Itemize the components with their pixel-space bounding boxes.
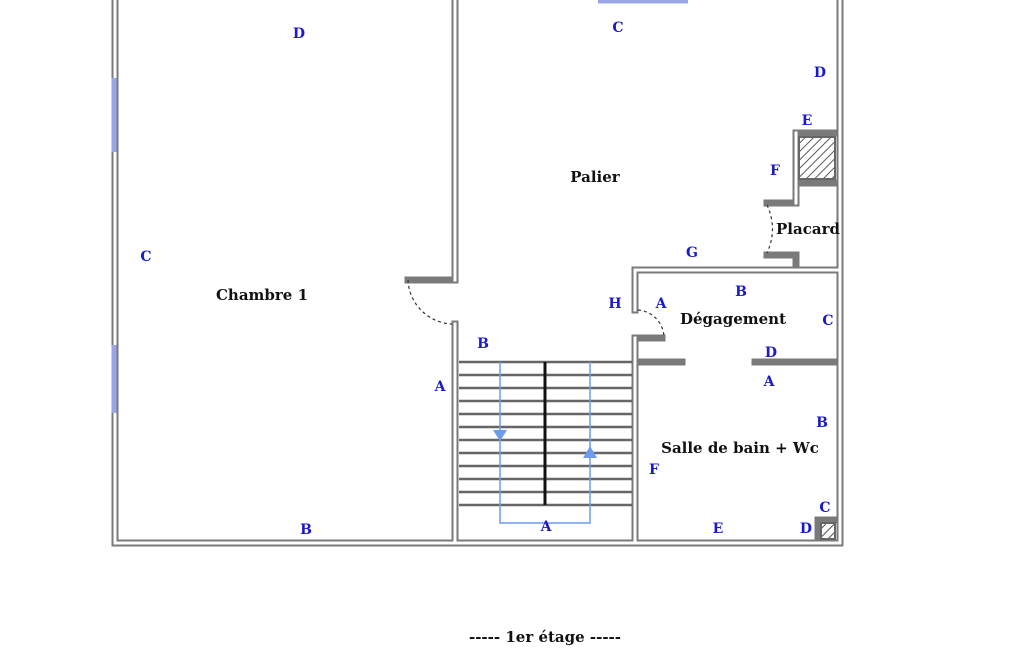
floor-caption: ----- 1er étage ----- (469, 628, 621, 646)
door-chambre (407, 279, 453, 325)
label-sdb-c: C (819, 500, 830, 516)
label-chambre-b: B (300, 522, 312, 538)
chimney-duct (798, 136, 836, 180)
label-palier-c: C (612, 20, 623, 36)
label-chambre-c: C (140, 249, 151, 265)
label-degagement-a: A (655, 296, 668, 312)
door-placard (766, 204, 774, 254)
label-degagement-c: C (822, 313, 833, 329)
label-sdb-a: A (763, 374, 776, 390)
label-degagement-d: D (765, 345, 777, 361)
room-salle-de-bain: Salle de bain + Wc (661, 439, 819, 457)
label-palier-d: D (814, 65, 826, 81)
label-palier-g: G (686, 245, 698, 261)
room-placard: Placard (776, 220, 840, 238)
arrow-down-icon (493, 430, 507, 441)
label-sdb-f: F (649, 462, 659, 478)
staircase (459, 360, 632, 524)
label-sdb-b: B (816, 415, 828, 431)
room-degagement: Dégagement (680, 310, 786, 328)
arrow-up-icon (583, 446, 597, 458)
duct-sdb (820, 522, 836, 540)
label-palier-e: E (802, 113, 813, 129)
label-sdb-e: E (713, 521, 724, 537)
room-palier: Palier (570, 168, 621, 186)
label-chambre-a: A (434, 379, 447, 395)
windows (111, 0, 688, 413)
label-chambre-d: D (293, 26, 305, 42)
stair-path-line (499, 362, 591, 524)
door-degagement (637, 309, 665, 339)
doors (407, 204, 774, 339)
label-stairs-a: A (540, 519, 553, 535)
label-degagement-b: B (735, 284, 747, 300)
label-palier-f: F (770, 163, 780, 179)
room-chambre-1: Chambre 1 (216, 286, 308, 304)
label-palier-b: B (477, 336, 489, 352)
walls (111, 0, 844, 547)
label-palier-h: H (608, 296, 621, 312)
label-sdb-d: D (800, 521, 812, 537)
wall-labels: D C B A C D E F G H B A B C D A B C D E … (140, 20, 833, 538)
